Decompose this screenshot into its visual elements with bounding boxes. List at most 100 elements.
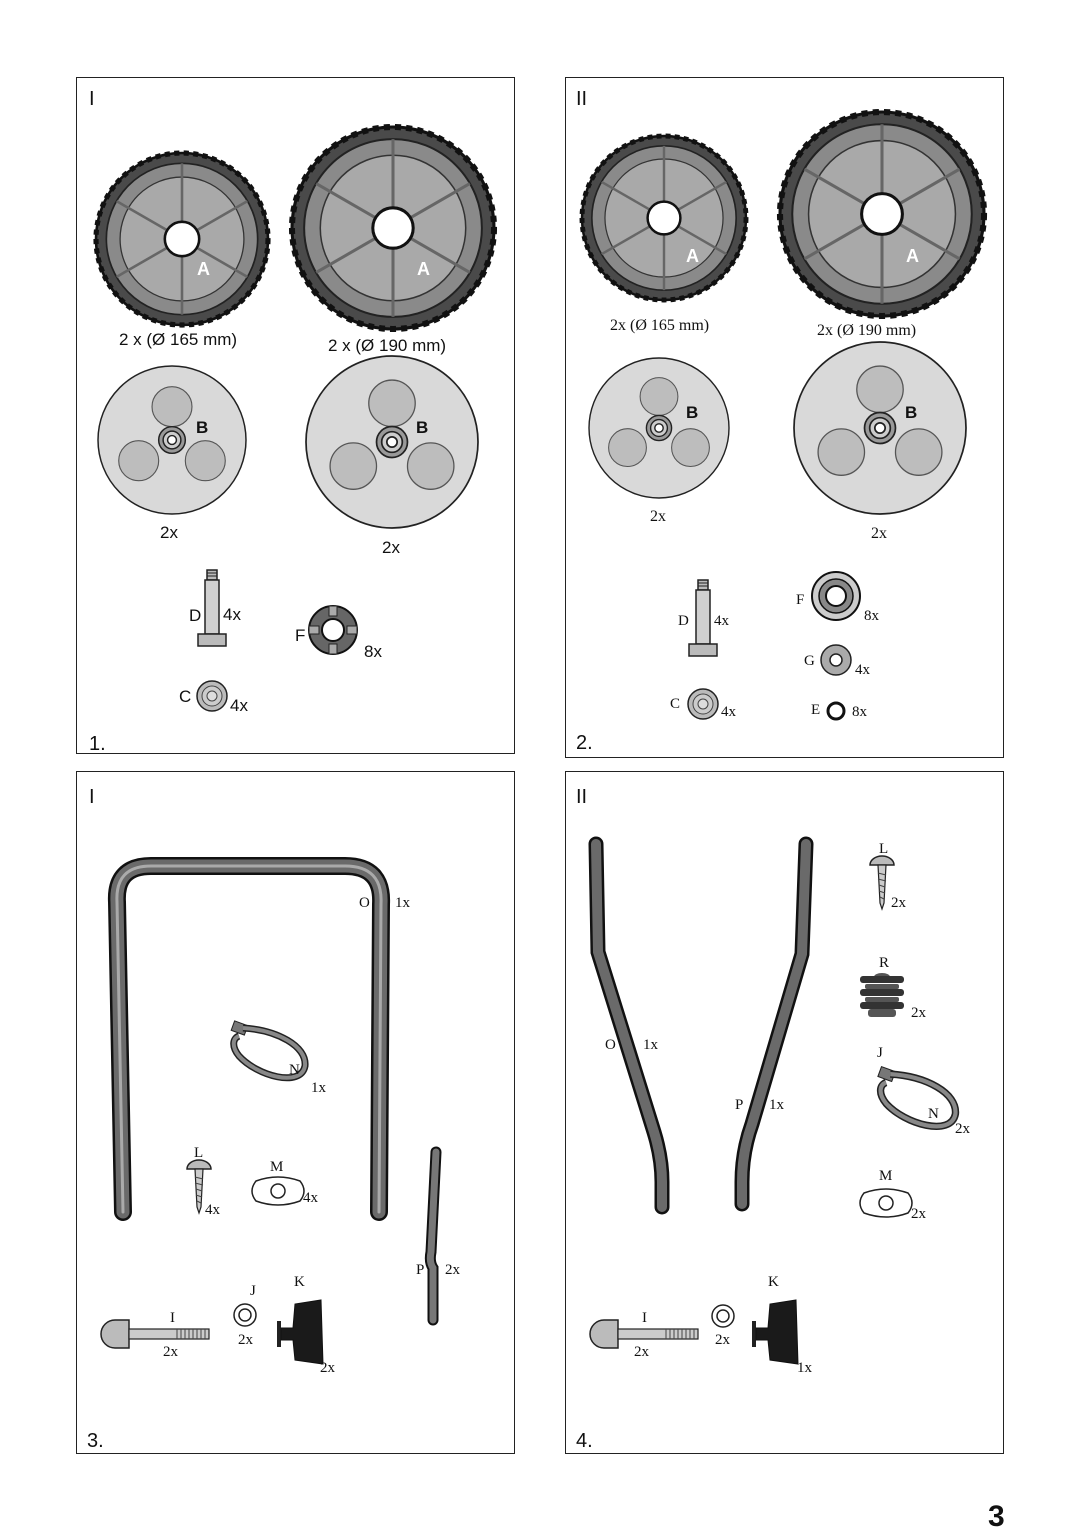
label-d: D — [678, 613, 689, 629]
qty-i: 2x — [163, 1344, 178, 1360]
knob-k-icon — [751, 1299, 799, 1365]
qty-p: 1x — [769, 1097, 784, 1113]
bolt-i-icon — [100, 1319, 210, 1349]
qty-i: 2x — [634, 1344, 649, 1360]
step-number: 4. — [576, 1430, 593, 1452]
qty-f: 8x — [864, 608, 879, 624]
label-i: I — [170, 1310, 175, 1326]
washer-j-icon — [233, 1303, 257, 1327]
hub-cap-large-icon — [793, 341, 967, 515]
label-j: J — [250, 1283, 256, 1299]
wheel-small-caption: 2 x (Ø 165 mm) — [119, 330, 238, 349]
label-a1: A — [686, 246, 699, 266]
spacer-f-icon — [308, 605, 358, 655]
label-l: L — [879, 841, 889, 857]
wheel-large-caption: 2x (Ø 190 mm) — [817, 322, 917, 339]
cap-small-qty: 2x — [160, 523, 178, 542]
qty-o: 1x — [643, 1037, 658, 1053]
panel-roman: I — [89, 88, 95, 110]
tube-p-icon — [424, 1146, 442, 1326]
panel-4: II L 2x R 2x O 1x J P 1x N 2x M — [565, 771, 1004, 1454]
step-number: 1. — [89, 733, 106, 755]
panel-2: II A A 2x (Ø 165 mm) 2x (Ø 190 mm) B B 2… — [565, 77, 1004, 758]
qty-j2: 2x — [715, 1332, 730, 1348]
qty-n: 2x — [955, 1121, 970, 1137]
parts-illustration — [566, 78, 1005, 721]
axle-icon — [197, 569, 227, 647]
parts-illustration — [77, 78, 516, 712]
qty-j: 2x — [238, 1332, 253, 1348]
panel-1: I A A 2 x (Ø 165 mm) 2 x (Ø 190 mm) B B … — [76, 77, 516, 755]
label-m: M — [270, 1159, 284, 1175]
cap-large-qty: 2x — [871, 525, 887, 542]
label-n: N — [928, 1106, 939, 1122]
label-m: M — [879, 1168, 893, 1184]
label-c: C — [179, 687, 192, 706]
label-f: F — [796, 592, 805, 608]
cap-large-qty: 2x — [382, 538, 400, 557]
label-b1: B — [686, 403, 699, 422]
qty-d: 4x — [223, 605, 241, 624]
strap-n-icon — [878, 1067, 956, 1127]
wheel-large-icon — [780, 112, 984, 316]
tube-p-icon — [734, 836, 814, 1212]
tube-o-icon — [588, 836, 670, 1215]
nut-m-icon — [251, 1176, 305, 1206]
label-k: K — [768, 1274, 779, 1290]
qty-l: 2x — [891, 895, 906, 911]
qty-g: 4x — [855, 662, 870, 678]
label-a1: A — [197, 259, 210, 279]
label-k: K — [294, 1274, 305, 1290]
wheel-small-icon — [96, 153, 268, 325]
label-a2: A — [417, 259, 430, 279]
label-j: J — [877, 1045, 883, 1061]
spacer-f-icon — [811, 571, 861, 621]
washer-g-icon — [820, 644, 852, 676]
label-o: O — [359, 895, 370, 911]
qty-c: 4x — [721, 704, 736, 720]
page-number: 3 — [988, 1500, 1005, 1528]
parts-illustration — [100, 857, 442, 1365]
panel-3: I O 1x N 1x L 4x M 4x P 2x I 2x J 2x K 2… — [76, 771, 515, 1454]
qty-p: 2x — [445, 1262, 460, 1278]
label-g: G — [804, 653, 815, 669]
label-e: E — [811, 702, 821, 718]
panel-roman: I — [89, 786, 95, 808]
handle-o-icon — [107, 857, 391, 1221]
label-b2: B — [416, 418, 429, 437]
label-p: P — [735, 1097, 744, 1113]
label-n: N — [289, 1062, 300, 1078]
label-i: I — [642, 1310, 647, 1326]
hub-cap-small-icon — [97, 365, 247, 515]
wheel-small-icon — [582, 136, 746, 300]
hub-cap-large-icon — [305, 355, 479, 529]
axle-icon — [688, 579, 718, 657]
label-d: D — [189, 606, 202, 625]
qty-l: 4x — [205, 1202, 220, 1218]
wheel-large-caption: 2 x (Ø 190 mm) — [328, 336, 447, 355]
parts-illustration — [588, 836, 1005, 1365]
qty-c: 4x — [230, 696, 248, 715]
label-p: P — [416, 1262, 425, 1278]
qty-r: 2x — [911, 1005, 926, 1021]
label-o: O — [605, 1037, 616, 1053]
label-l: L — [194, 1145, 204, 1161]
label-a2: A — [906, 246, 919, 266]
label-b1: B — [196, 418, 209, 437]
knob-k-icon — [276, 1299, 324, 1365]
panel-roman: II — [576, 786, 588, 808]
label-r: R — [879, 955, 890, 971]
qty-k: 1x — [797, 1360, 812, 1376]
qty-m: 4x — [303, 1190, 318, 1206]
label-c: C — [670, 696, 681, 712]
qty-k: 2x — [320, 1360, 335, 1376]
label-b2: B — [905, 403, 918, 422]
qty-f: 8x — [364, 642, 382, 661]
label-f: F — [295, 626, 306, 645]
plug-r-icon — [860, 973, 904, 1017]
step-number: 2. — [576, 732, 593, 754]
qty-d: 4x — [714, 613, 729, 629]
cap-small-qty: 2x — [650, 508, 666, 525]
qty-m: 2x — [911, 1206, 926, 1222]
nut-m-icon — [859, 1188, 913, 1218]
